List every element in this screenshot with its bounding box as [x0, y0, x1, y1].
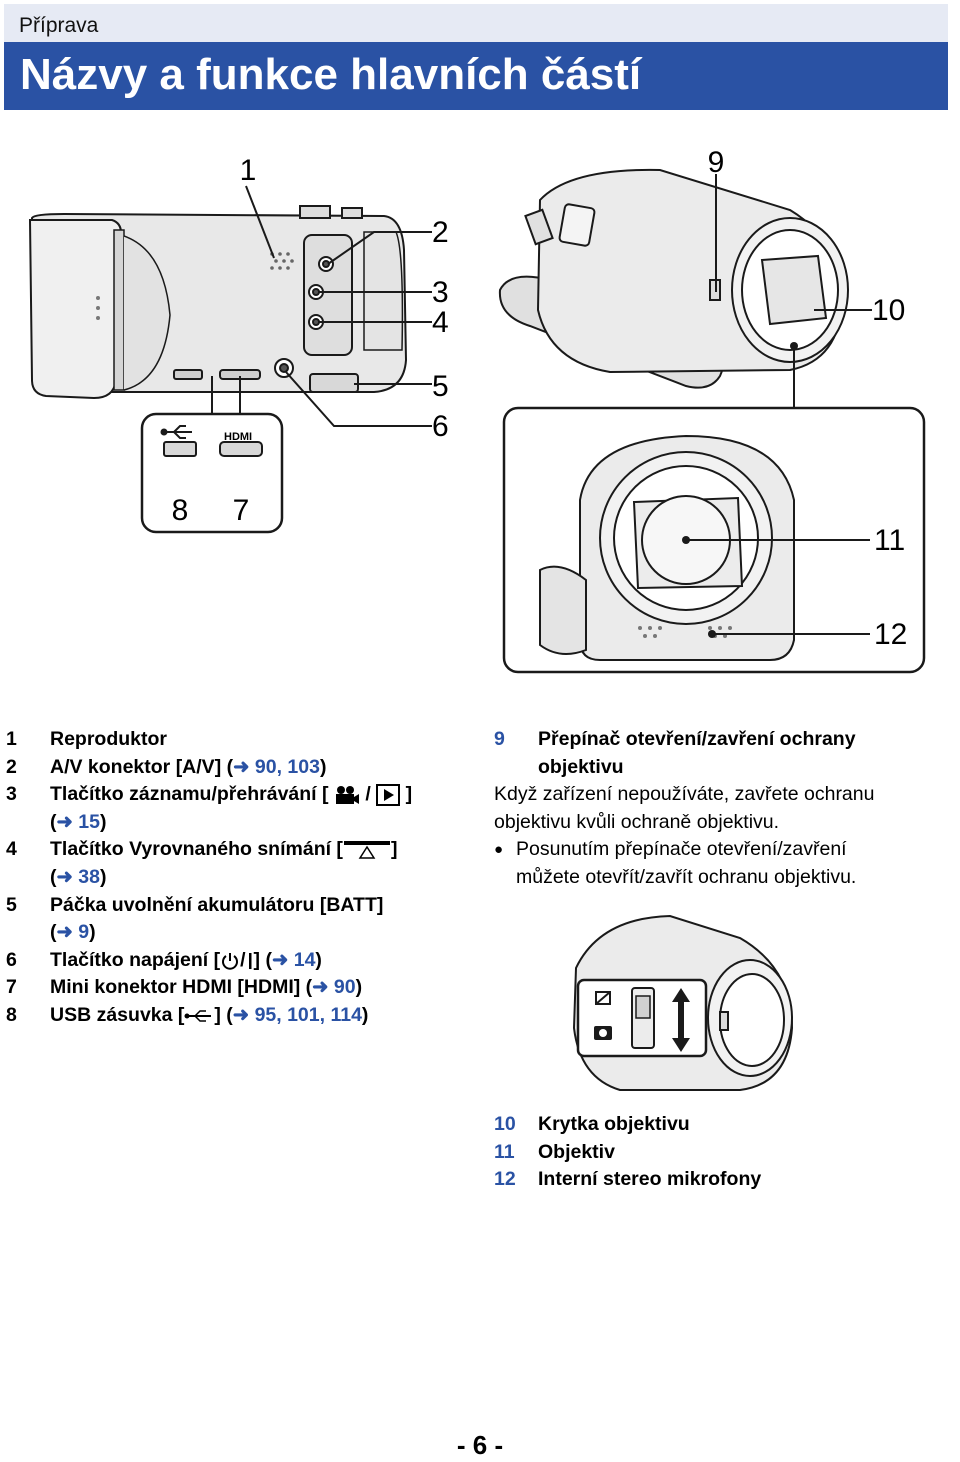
page-ref-link[interactable]: 95, 101, 114 — [254, 1003, 362, 1026]
hdmi-port-label: HDMI — [224, 431, 252, 443]
callout-5: 5 — [432, 370, 449, 403]
callout-6: 6 — [432, 410, 449, 443]
callout-7: 7 — [233, 494, 250, 527]
page-header: Příprava Názvy a funkce hlavních částí — [4, 4, 948, 110]
usb-icon — [184, 1010, 212, 1022]
page-ref-arrow-icon: ➜ — [271, 948, 289, 971]
callout-4: 4 — [432, 306, 449, 339]
section-label: Příprava — [19, 14, 99, 37]
page-ref-link[interactable]: 15 — [78, 810, 100, 833]
callout-3: 3 — [432, 276, 449, 309]
callout-12: 12 — [874, 618, 907, 651]
page-ref-arrow-icon: ➜ — [56, 865, 73, 888]
lens-closed-icon — [595, 991, 611, 1005]
bullet-icon: ● — [494, 841, 504, 859]
list-item: 7 Mini konektor HDMI [HDMI] (➜ 90) — [6, 976, 363, 999]
list-item: 11 Objektiv — [494, 1140, 615, 1163]
callout-1: 1 — [240, 154, 257, 187]
page-ref-link[interactable]: 9 — [78, 921, 90, 944]
part-9-description: Když zařízení nepoužíváte, zavřete ochra… — [494, 781, 934, 891]
play-icon — [376, 784, 401, 807]
callout-10: 10 — [872, 294, 905, 327]
lens-open-icon — [594, 1026, 612, 1040]
list-item: 3 Tlačítko záznamu/přehrávání [ / ](➜ 15… — [6, 783, 413, 833]
title-bar: Názvy a funkce hlavních částí — [4, 42, 948, 110]
camcorder-side-view-figure: HDMI 8 7 1 2 3 4 5 6 — [28, 154, 449, 534]
page-ref-arrow-icon: ➜ — [56, 921, 73, 944]
list-item: 10 Krytka objektivu — [494, 1113, 690, 1135]
page-ref-arrow-icon: ➜ — [56, 810, 73, 833]
page-number: - 6 - — [456, 1430, 504, 1460]
list-item: 6 Tlačítko napájení [/] (➜ 14) — [6, 948, 322, 971]
on-bar-icon — [248, 952, 252, 969]
lens-cover-switch-figure — [572, 914, 794, 1091]
up-down-arrow-icon — [672, 988, 690, 1052]
page-ref-link[interactable]: 90 — [333, 976, 356, 999]
callout-8: 8 — [172, 494, 189, 527]
hdmi-port — [219, 441, 263, 457]
list-item: 4 Tlačítko Vyrovnaného snímání [](➜ 38) — [6, 838, 398, 888]
page-ref-link[interactable]: 14 — [293, 948, 316, 971]
page-ref-link[interactable]: 90, 103 — [254, 755, 320, 778]
page-ref-arrow-icon: ➜ — [233, 755, 250, 778]
page-title: Názvy a funkce hlavních částí — [20, 50, 642, 99]
page-ref-arrow-icon: ➜ — [312, 976, 329, 999]
page-ref-link[interactable]: 38 — [78, 865, 100, 888]
list-item: 8 USB zásuvka [] (➜ 95, 101, 114) — [6, 1003, 369, 1026]
parts-list-right: 10 Krytka objektivu 11 Objektiv 12 Inter… — [494, 1111, 934, 1194]
callout-9: 9 — [708, 146, 725, 179]
usb-port — [163, 441, 197, 457]
callout-11: 11 — [874, 524, 905, 557]
camcorder-front-view-figure: 9 10 11 12 — [498, 146, 926, 674]
page-ref-arrow-icon: ➜ — [232, 1003, 250, 1026]
power-icon — [222, 952, 239, 970]
level-shot-icon — [343, 841, 390, 859]
list-item: 5 Páčka uvolnění akumulátoru [BATT](➜ 9) — [6, 893, 384, 944]
parts-list-left: 1 Reproduktor 2 A/V konektor [A/V] (➜ 90… — [6, 726, 476, 1030]
list-item: 2 A/V konektor [A/V] (➜ 90, 103) — [6, 755, 327, 778]
usb-icon — [160, 425, 192, 439]
section-bar: Příprava — [4, 4, 948, 42]
movie-camera-icon — [335, 786, 359, 805]
callout-2: 2 — [432, 216, 449, 249]
list-item: 12 Interní stereo mikrofony — [494, 1168, 762, 1191]
list-item: 1 Reproduktor — [6, 728, 167, 750]
